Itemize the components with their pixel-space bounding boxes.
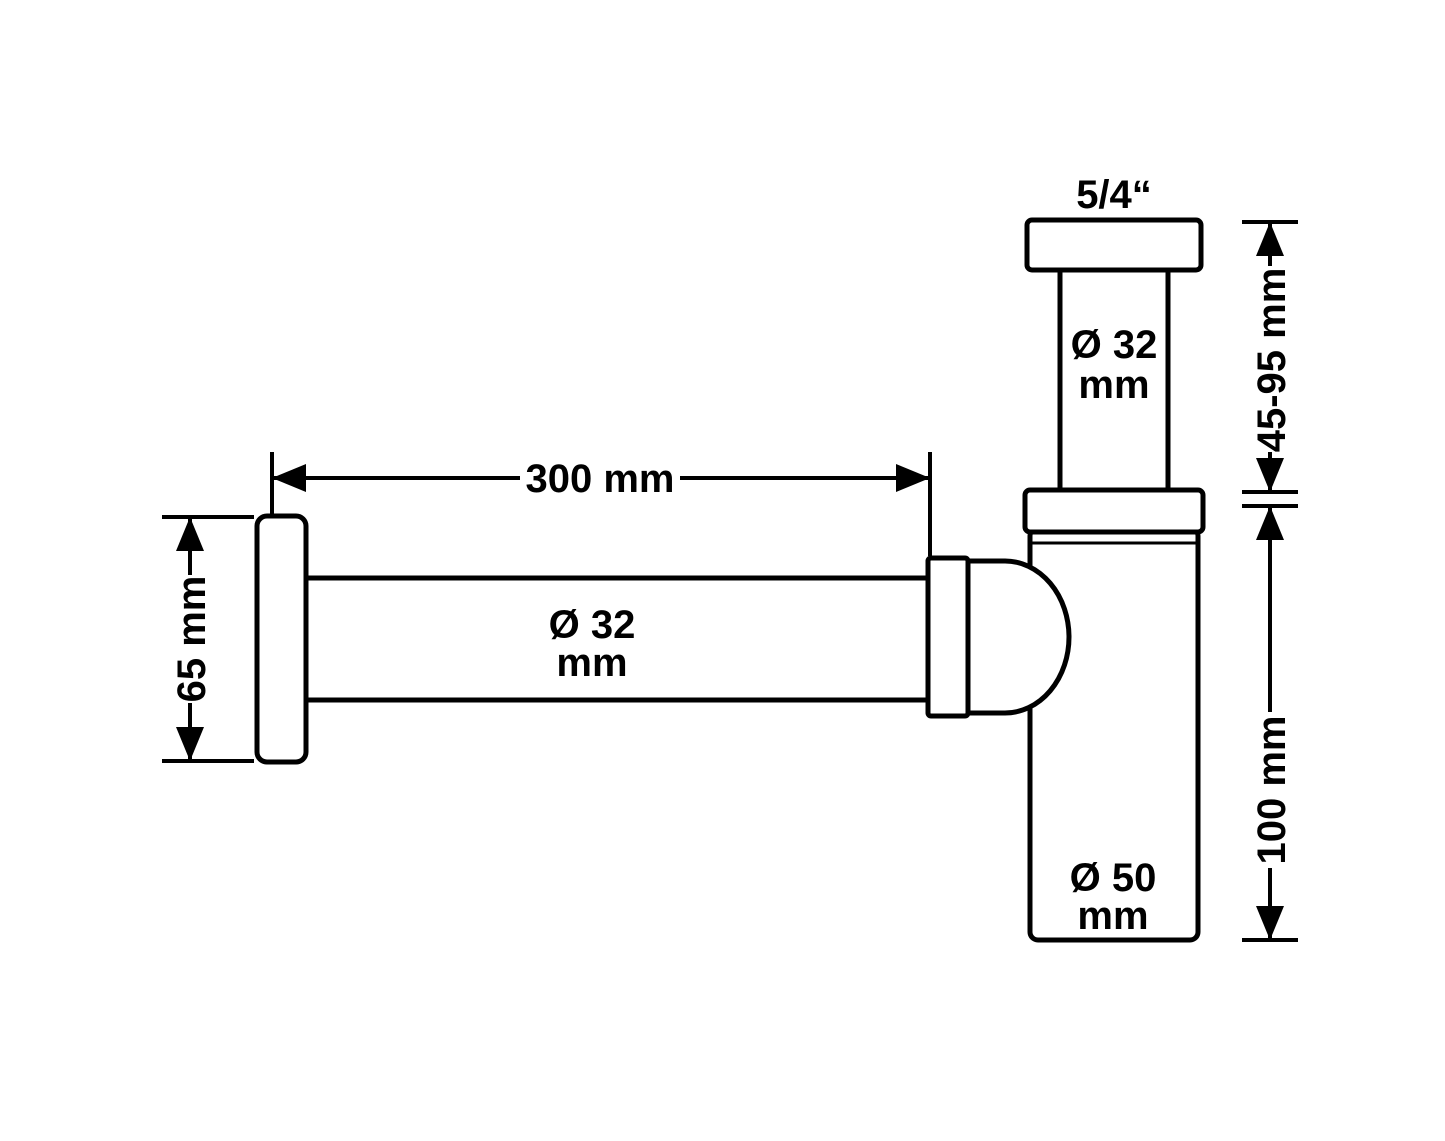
- elbow-joint: [964, 558, 1072, 716]
- arrowhead-up-icon: [1256, 222, 1284, 256]
- arrowhead-left-icon: [272, 464, 306, 492]
- body-diameter-label-line1: Ø 50: [1070, 856, 1157, 900]
- flange-height-label: 65 mm: [170, 576, 214, 703]
- dimension-body-height: 100 mm: [1242, 504, 1298, 942]
- part-labels: 5/4“ Ø 32 mm Ø 32 mm Ø 50 mm: [549, 173, 1158, 938]
- wall-flange: [254, 513, 309, 765]
- arrowhead-right-icon: [896, 464, 930, 492]
- body-height-label: 100 mm: [1250, 716, 1294, 865]
- horizontal-pipe: [303, 575, 931, 703]
- inlet-diameter-label-line2: mm: [1078, 363, 1149, 407]
- thread-cap: [1024, 217, 1204, 273]
- trap-collar: [1022, 487, 1206, 535]
- arrowhead-up-icon: [176, 517, 204, 551]
- pipe-length-label: 300 mm: [526, 457, 675, 501]
- body-diameter-label-line2: mm: [1077, 894, 1148, 938]
- dimension-pipe-length: 300 mm: [270, 452, 932, 556]
- arrowhead-down-icon: [1256, 906, 1284, 940]
- pipe-diameter-label-line1: Ø 32: [549, 603, 636, 647]
- pipe-diameter-label-line2: mm: [556, 641, 627, 685]
- dimension-inlet-adjustable-height: 45-95 mm: [1242, 220, 1298, 494]
- inlet-diameter-label-line1: Ø 32: [1071, 323, 1158, 367]
- arrowhead-down-icon: [176, 727, 204, 761]
- compression-nut: [925, 555, 971, 719]
- siphon-parts: [254, 217, 1206, 943]
- inlet-height-range-label: 45-95 mm: [1250, 268, 1294, 453]
- dimension-flange-height: 65 mm: [162, 515, 254, 763]
- arrowhead-up-icon: [1256, 506, 1284, 540]
- inlet-pipe: [1057, 263, 1171, 497]
- arrowhead-down-icon: [1256, 458, 1284, 492]
- thread-size-label: 5/4“: [1076, 173, 1152, 217]
